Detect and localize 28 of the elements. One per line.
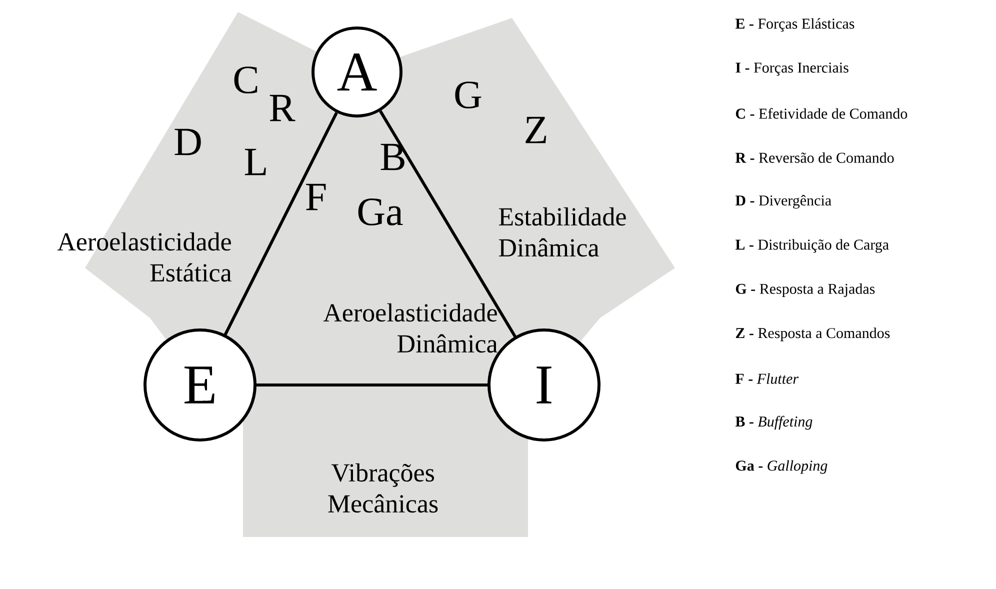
circle-node: E [144, 328, 256, 442]
legend-entry: L - Distribuição de Carga [735, 239, 889, 253]
legend-entry: F - Flutter [735, 373, 799, 384]
legend-entry: B - Buffeting [735, 416, 812, 430]
region-letter: B [380, 144, 404, 170]
region-letter: C [234, 66, 258, 94]
region-letter: Ga [358, 198, 403, 226]
region-label: Aeroelasticidade Estática [57, 232, 232, 282]
legend-entry: Z - Resposta a Comandos [736, 328, 890, 342]
legend-entry: E - Forças Elásticas [735, 18, 854, 32]
connector-line [256, 383, 489, 386]
connector-line [379, 110, 518, 339]
region-letter: F [306, 184, 326, 210]
legend-entry: C - Efetividade de Comando [736, 108, 908, 119]
region-label: Vibrações Mecânicas [328, 463, 438, 513]
region-letter: R [270, 94, 296, 122]
region-letter: Z [526, 116, 546, 144]
region-letter: G [455, 82, 482, 108]
legend-entry: D - Divergência [735, 194, 832, 209]
circle-node: A [312, 26, 402, 118]
legend-entry: I - Forças Inerciais [736, 62, 848, 76]
legend-entry: G - Resposta a Rajadas [736, 283, 875, 297]
legend-entry: R - Reversão de Comando [735, 152, 894, 163]
legend-entry: Ga - Galloping [736, 460, 828, 474]
region-letter: L [244, 148, 266, 176]
region-letter: D [174, 128, 201, 156]
connector-line [223, 112, 338, 336]
region-label: Estabilidade Dinâmica [498, 207, 626, 257]
